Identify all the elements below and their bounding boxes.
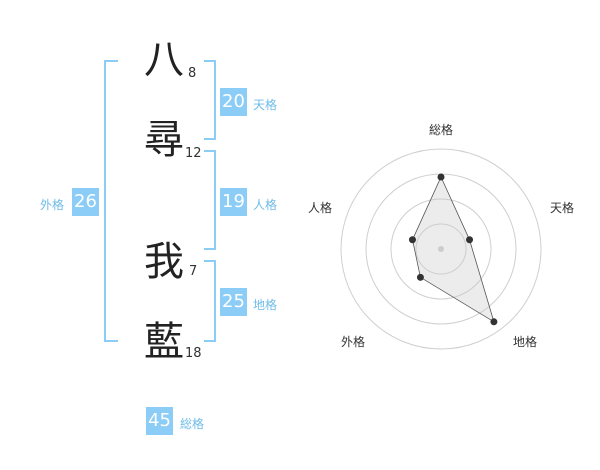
gaikaku-bracket <box>104 60 118 342</box>
radar-point-3 <box>416 273 424 281</box>
jinkaku-bracket <box>204 150 216 250</box>
radar-ring <box>340 148 542 350</box>
tenkaku-bracket <box>204 60 216 140</box>
stroke-count-2: 12 <box>185 146 202 161</box>
radar-point-4 <box>408 236 416 244</box>
chikaku-label: 地格 <box>253 298 278 312</box>
radar-axis-label-gaikaku: 外格 <box>341 334 365 349</box>
name-char-2: 尋 <box>144 117 184 163</box>
name-char-1: 八 <box>144 37 184 83</box>
radar-axis-label-tenkaku: 天格 <box>550 200 574 215</box>
jinkaku-label: 人格 <box>253 198 278 212</box>
name-char-3: 我 <box>144 239 184 285</box>
radar-point-1 <box>466 236 474 244</box>
soukaku-value: 45 <box>146 407 173 435</box>
jinkaku-value: 19 <box>220 188 247 216</box>
radar-ring <box>390 198 492 300</box>
stroke-count-1: 8 <box>188 66 197 81</box>
gaikaku-label: 外格 <box>40 198 65 212</box>
name-char-4: 藍 <box>144 319 184 365</box>
radar-axis-label-jinkaku: 人格 <box>308 200 332 215</box>
radar-chart: 総格 天格 地格 外格 人格 <box>308 122 574 350</box>
radar-center <box>438 246 444 252</box>
radar-axis-label-soukaku: 総格 <box>429 122 453 137</box>
tenkaku-label: 天格 <box>253 98 278 112</box>
soukaku-label: 総格 <box>180 417 205 431</box>
radar-polygon <box>412 176 495 323</box>
chikaku-bracket <box>204 260 216 342</box>
stroke-count-3: 7 <box>189 264 198 279</box>
radar-ring <box>415 223 467 275</box>
gaikaku-value: 26 <box>72 188 99 216</box>
chikaku-value: 25 <box>220 288 247 316</box>
radar-point-0 <box>437 173 445 181</box>
radar-axis-label-chikaku: 地格 <box>513 334 537 349</box>
tenkaku-value: 20 <box>220 88 247 116</box>
radar-point-2 <box>490 318 498 326</box>
stroke-count-4: 18 <box>185 346 202 361</box>
